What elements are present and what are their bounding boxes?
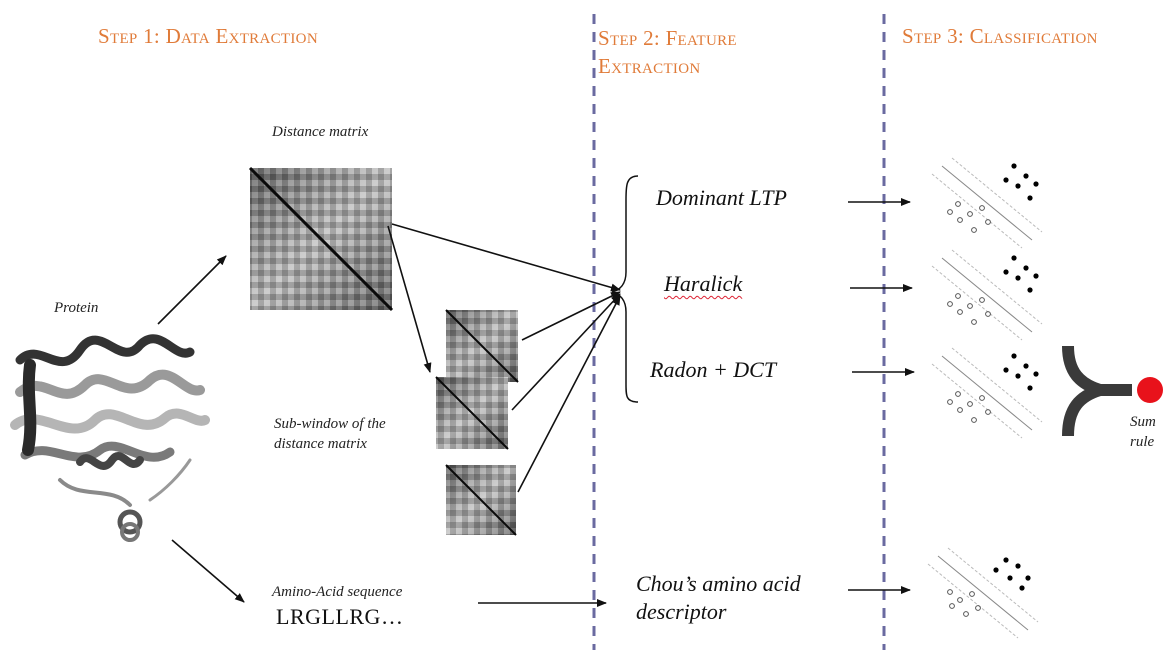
arrow-protein-to-matrix [157,255,227,325]
sequence-text: LRGLLRG… [276,604,404,629]
fusion-label-line1: Sum [1130,414,1156,430]
arrow-protein-to-sequence [171,539,245,603]
arrow-matrix-to-features [391,223,621,292]
classifier-icon-1 [931,157,1043,249]
classifier-icon-4 [927,547,1039,639]
sub-window-matrix-2 [435,376,509,450]
sub-window-label-line2: distance matrix [274,436,367,452]
sub-window-matrix-1 [445,309,519,383]
feature-radon-dct: Radon + DCT [650,357,777,382]
arrow-subwindow1-to-features [521,291,621,341]
distance-matrix-label: Distance matrix [272,124,369,140]
amino-acid-sequence-label: Amino-Acid sequence [272,584,403,600]
protein-structure-image [10,334,210,542]
step3-heading: Step 3: Classification [902,24,1098,48]
feature-haralick: Haralick [664,271,743,296]
classifier-icon-2 [931,249,1043,341]
arrow-matrix-to-subwindow [387,225,432,373]
step2-heading-line2: Extraction [598,54,701,78]
feature-dominant-ltp: Dominant LTP [656,185,787,210]
protein-label: Protein [54,300,99,316]
step1-heading: Step 1: Data Extraction [98,24,318,48]
classifier-icon-3 [931,347,1043,439]
fusion-symbol [1062,345,1106,437]
sub-window-matrix-3 [445,464,517,536]
step2-heading-line1: Step 2: Feature [598,26,737,50]
fusion-label-line2: rule [1130,434,1155,450]
sub-window-label-line1: Sub-window of the [274,416,386,432]
fusion-dot [1137,377,1163,403]
distance-matrix-image [248,166,394,312]
feature-chou-line2: descriptor [636,599,727,624]
feature-brace [611,175,639,403]
arrow-subwindow3-to-features [517,295,621,493]
arrow-subwindow2-to-features [511,293,621,411]
feature-chou-line1: Chou’s amino acid [636,571,801,596]
